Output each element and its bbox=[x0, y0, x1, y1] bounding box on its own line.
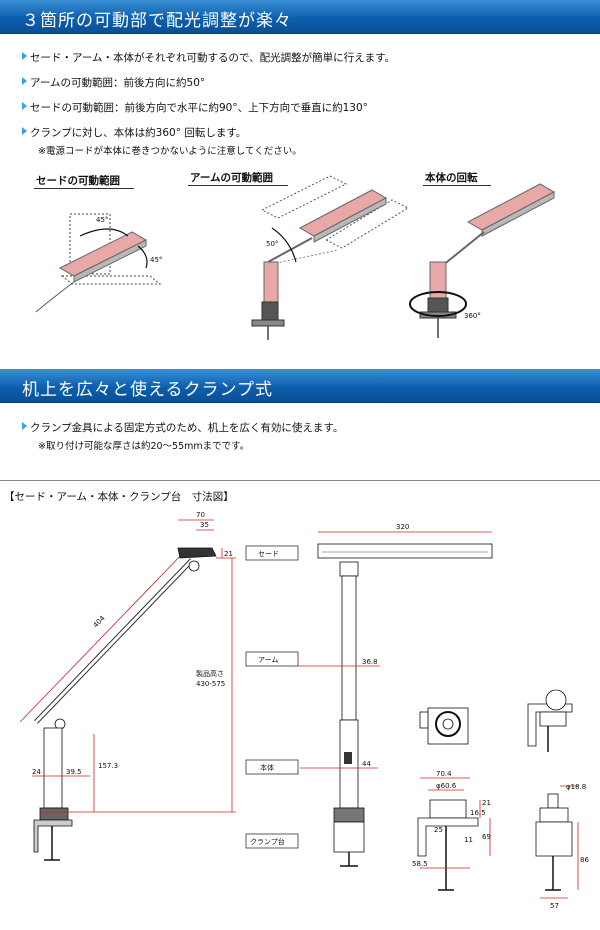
part-label-arm: アーム bbox=[258, 656, 278, 664]
part-label-body: 本体 bbox=[260, 763, 274, 772]
caption-shade-range: セードの可動範囲 bbox=[36, 175, 120, 187]
note-cord: ※電源コードが本体に巻きつかないように注意してください。 bbox=[38, 146, 302, 157]
dim-label: 製品高さ bbox=[196, 669, 224, 678]
caption-body-rotation: 本体の回転 bbox=[425, 172, 478, 184]
part-labels: セード アーム 本体 クランプ台 bbox=[245, 545, 299, 849]
bullet-shade-range: セードの可動範囲：前後方向で水平に約90°、上下方向で垂直に約130° bbox=[22, 100, 368, 115]
caption-underline bbox=[34, 188, 134, 189]
dim-label: 11 bbox=[464, 836, 473, 844]
dim-label: 35 bbox=[200, 521, 209, 529]
dim-label: φ18.8 bbox=[566, 783, 586, 791]
dim-label: 86 bbox=[580, 856, 589, 864]
shade-range-illustration: 45° 45° bbox=[35, 213, 162, 313]
dim-label: 16.5 bbox=[470, 809, 486, 817]
caption-underline bbox=[188, 185, 288, 186]
clamp-side-dimensioned: φ18.8 86 57 bbox=[535, 783, 589, 910]
bullet-arm-range: アームの可動範囲：前後方向に約50° bbox=[22, 75, 205, 90]
angle-label: 360° bbox=[464, 312, 481, 320]
dimension-title: 【セード・アーム・本体・クランプ台 寸法図】 bbox=[4, 491, 234, 503]
front-view-drawing: 320 36.8 44 bbox=[298, 523, 493, 867]
dim-label: 21 bbox=[482, 799, 491, 807]
angle-label: 45° bbox=[150, 256, 162, 264]
clamp-front-dimensioned: 70.4 φ60.6 21 16.5 25 11 69 58.5 bbox=[412, 770, 491, 891]
dim-label: 25 bbox=[434, 826, 443, 834]
dim-label: 36.8 bbox=[362, 658, 378, 666]
part-label-clamp: クランプ台 bbox=[250, 837, 285, 846]
section-title-clamp: 机上を広々と使えるクランプ式 bbox=[22, 380, 273, 400]
section-title-movable: ３箇所の可動部で配光調整が楽々 bbox=[22, 11, 292, 31]
clamp-top-detail bbox=[419, 707, 469, 745]
dim-label: 320 bbox=[396, 523, 409, 531]
caption-underline bbox=[423, 185, 491, 186]
dim-label: φ60.6 bbox=[436, 782, 457, 790]
dim-label: 39.5 bbox=[66, 768, 82, 776]
dim-label: 21 bbox=[224, 550, 233, 558]
dim-label: 69 bbox=[482, 833, 491, 841]
side-view-drawing: 70 35 21 404 製品高さ 430-575 157.3 24 39.5 bbox=[19, 511, 236, 861]
section-banner-clamp: 机上を広々と使えるクランプ式 bbox=[0, 369, 600, 403]
section-banner-movable: ３箇所の可動部で配光調整が楽々 bbox=[0, 0, 600, 34]
divider bbox=[0, 480, 600, 481]
dim-label: 157.3 bbox=[98, 762, 118, 770]
body-rotation-illustration: 360° bbox=[409, 183, 556, 338]
dim-label: 57 bbox=[550, 902, 559, 910]
dim-label: 58.5 bbox=[412, 860, 428, 868]
dim-label: 404 bbox=[92, 614, 107, 630]
dim-label: 70.4 bbox=[436, 770, 452, 778]
dim-label: 430-575 bbox=[196, 680, 225, 688]
dim-label: 24 bbox=[32, 768, 41, 776]
arm-range-illustration: 50° bbox=[251, 175, 410, 340]
angle-label: 50° bbox=[266, 240, 278, 248]
caption-arm-range: アームの可動範囲 bbox=[190, 172, 274, 184]
bullet-clamp: クランプ金具による固定方式のため、机上を広く有効に使えます。 bbox=[22, 420, 343, 435]
part-label-shade: セード bbox=[258, 550, 279, 558]
bullet-overview: セード・アーム・本体がそれぞれ可動するので、配光調整が簡単に行えます。 bbox=[22, 50, 395, 65]
angle-label: 45° bbox=[96, 216, 108, 224]
bullet-body-rotation: クランプに対し、本体は約360° 回転します。 bbox=[22, 125, 246, 140]
dim-label: 70 bbox=[196, 511, 205, 519]
dim-label: 44 bbox=[362, 760, 371, 768]
note-thickness: ※取り付け可能な厚さは約20～55mmまでです。 bbox=[38, 441, 250, 452]
clamp-side-detail bbox=[527, 689, 573, 752]
